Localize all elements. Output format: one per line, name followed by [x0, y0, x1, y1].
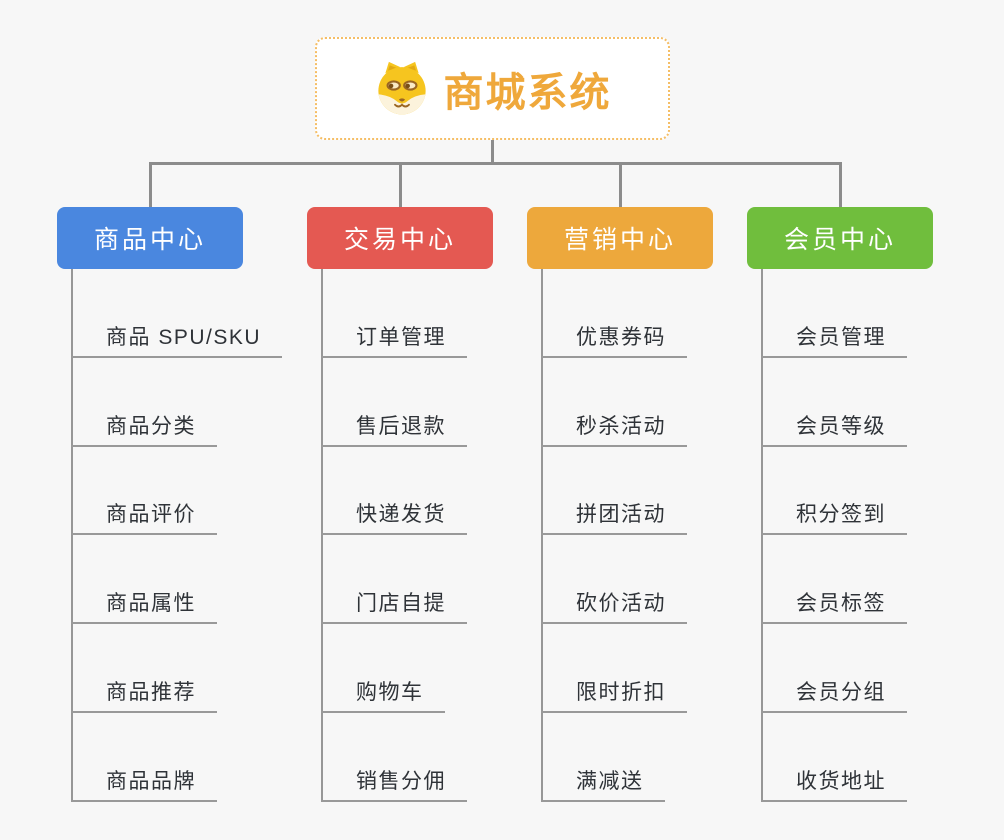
leaf-item[interactable]: 限时折扣: [541, 680, 687, 713]
branch-node-1[interactable]: 商品中心: [57, 207, 243, 269]
leaf-item[interactable]: 售后退款: [321, 414, 467, 447]
branch-node-4[interactable]: 会员中心: [747, 207, 933, 269]
leaf-item[interactable]: 会员管理: [761, 325, 907, 358]
root-connector-line: [491, 140, 494, 165]
branch-label: 交易中心: [343, 226, 456, 254]
bus-connector-line: [149, 162, 842, 165]
branch-node-2[interactable]: 交易中心: [307, 207, 493, 269]
branch-drop-line: [619, 162, 622, 207]
branch-drop-line: [399, 162, 402, 207]
branch-trunk-line: [761, 269, 763, 802]
root-title: 商城系统: [443, 70, 612, 115]
leaf-item[interactable]: 收货地址: [761, 769, 907, 802]
leaf-item[interactable]: 商品 SPU/SKU: [71, 325, 283, 358]
leaf-item[interactable]: 秒杀活动: [541, 414, 687, 447]
leaf-item[interactable]: 商品品牌: [71, 769, 217, 802]
leaf-item[interactable]: 积分签到: [761, 502, 907, 535]
leaf-item[interactable]: 商品推荐: [71, 680, 217, 713]
leaf-item[interactable]: 门店自提: [321, 591, 467, 624]
leaf-item[interactable]: 商品属性: [71, 591, 217, 624]
branch-label: 营销中心: [563, 226, 676, 254]
branch-drop-line: [149, 162, 152, 207]
leaf-item[interactable]: 订单管理: [321, 325, 467, 358]
leaf-item[interactable]: 快递发货: [321, 502, 467, 535]
leaf-item[interactable]: 满减送: [541, 769, 665, 802]
branch-node-3[interactable]: 营销中心: [527, 207, 713, 269]
shiba-dog-icon: [377, 61, 426, 114]
leaf-item[interactable]: 会员标签: [761, 591, 907, 624]
branch-trunk-line: [71, 269, 73, 802]
leaf-item[interactable]: 拼团活动: [541, 502, 687, 535]
branch-label: 会员中心: [783, 226, 896, 254]
leaf-item[interactable]: 优惠券码: [541, 325, 687, 358]
leaf-item[interactable]: 销售分佣: [321, 769, 467, 802]
leaf-item[interactable]: 商品分类: [71, 414, 217, 447]
leaf-item[interactable]: 商品评价: [71, 502, 217, 535]
branch-trunk-line: [321, 269, 323, 802]
leaf-item[interactable]: 砍价活动: [541, 591, 687, 624]
branch-label: 商品中心: [93, 226, 206, 254]
leaf-item[interactable]: 购物车: [321, 680, 445, 713]
leaf-item[interactable]: 会员等级: [761, 414, 907, 447]
branch-trunk-line: [541, 269, 543, 802]
leaf-item[interactable]: 会员分组: [761, 680, 907, 713]
branch-drop-line: [839, 162, 842, 207]
root-node[interactable]: 商城系统: [315, 37, 670, 140]
